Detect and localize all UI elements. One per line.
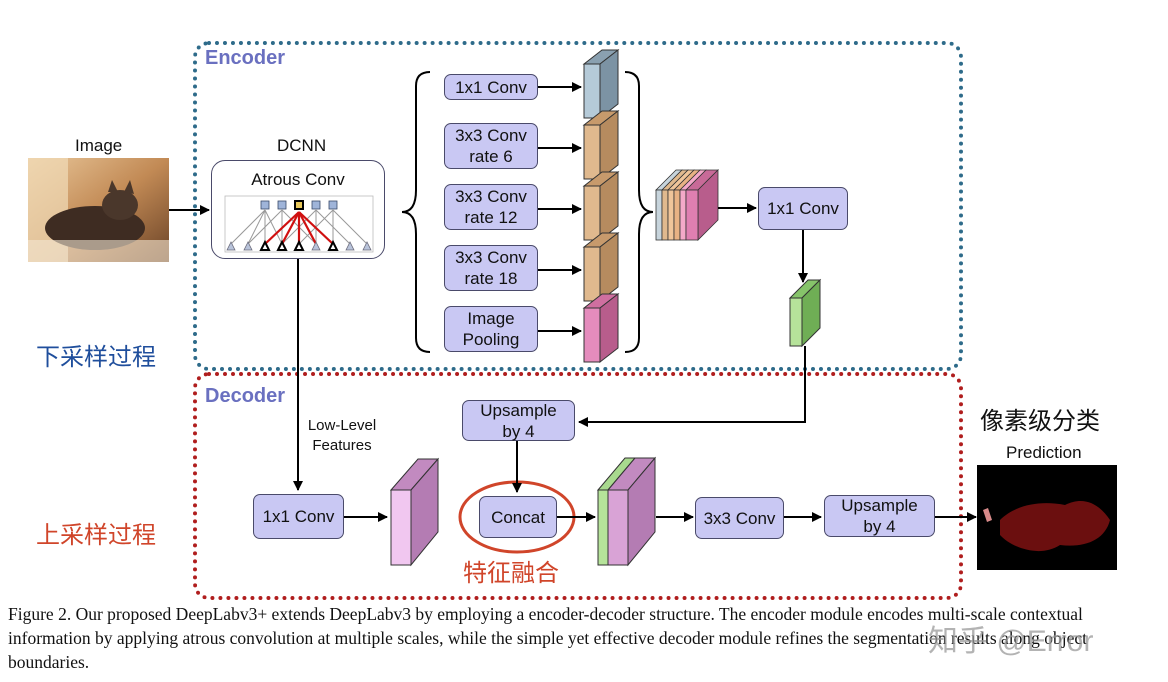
branch-3x3-rate12: 3x3 Conv rate 12 <box>444 184 538 230</box>
dcnn-box: Atrous Conv <box>211 160 385 259</box>
low-level-feature-map <box>389 457 440 567</box>
decoder-1x1-conv: 1x1 Conv <box>253 494 344 539</box>
input-image <box>28 158 169 262</box>
prediction-image <box>977 465 1117 570</box>
decoder-upsample-right: Upsample by 4 <box>824 495 935 537</box>
decoder-region <box>193 372 963 600</box>
encoder-output-map <box>788 278 822 348</box>
decoder-title: Decoder <box>205 385 286 407</box>
dcnn-label: DCNN <box>277 136 327 155</box>
image-label: Image <box>75 136 123 155</box>
atrous-conv-label: Atrous Conv <box>251 170 345 189</box>
downsample-annotation: 下采样过程 <box>36 344 156 371</box>
branch-1x1-conv: 1x1 Conv <box>444 74 538 100</box>
decoder-3x3-conv: 3x3 Conv <box>695 497 784 539</box>
flow-arrows <box>169 82 977 522</box>
upsample-annotation: 上采样过程 <box>36 522 156 549</box>
encoder-1x1-conv: 1x1 Conv <box>758 187 848 230</box>
encoder-title: Encoder <box>205 47 286 69</box>
prediction-label: Prediction <box>1006 443 1082 462</box>
decoder-concat: Concat <box>479 496 557 538</box>
branch-image-pooling: Image Pooling <box>444 306 538 352</box>
atrous-conv-illustration <box>224 195 374 253</box>
branch-brace-left <box>401 71 431 353</box>
decoder-concat-map <box>596 456 657 567</box>
encoder-region <box>193 41 963 371</box>
branch-3x3-rate6: 3x3 Conv rate 6 <box>444 123 538 169</box>
branch-3x3-rate18: 3x3 Conv rate 18 <box>444 245 538 291</box>
watermark: 知乎 @Error <box>928 625 1094 658</box>
branch-feature-maps <box>582 48 620 364</box>
low-level-features-label: Low-Level Features <box>307 417 377 454</box>
decoder-upsample-top: Upsample by 4 <box>462 400 575 441</box>
pixel-classification-annotation: 像素级分类 <box>980 408 1100 435</box>
encoder-concat-stack <box>655 169 719 241</box>
branch-brace-right <box>624 71 654 353</box>
figure-caption: Figure 2. Our proposed DeepLabv3+ extend… <box>8 604 1088 672</box>
fusion-annotation: 特征融合 <box>463 560 559 587</box>
